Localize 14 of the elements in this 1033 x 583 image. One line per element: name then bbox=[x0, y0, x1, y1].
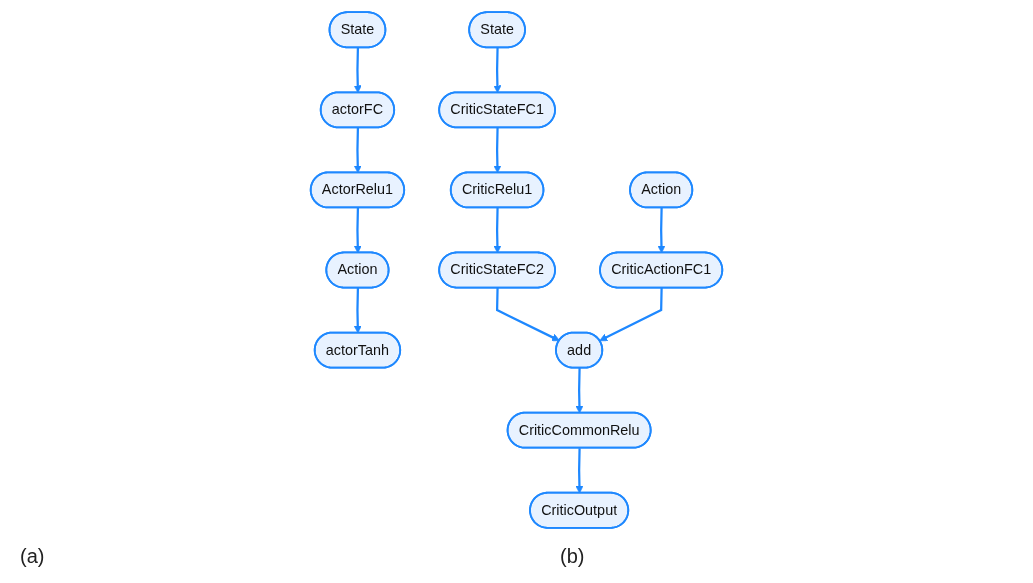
arrow bbox=[495, 287, 560, 342]
arrow bbox=[493, 127, 502, 174]
arrow bbox=[657, 207, 666, 254]
panel-label: (b) bbox=[560, 545, 585, 568]
arrow bbox=[353, 127, 362, 174]
arrow bbox=[575, 448, 584, 494]
arrow bbox=[575, 368, 584, 414]
arrow bbox=[493, 207, 502, 254]
arrow bbox=[353, 207, 362, 254]
arrow bbox=[353, 47, 362, 94]
arrow bbox=[599, 287, 663, 342]
arrow bbox=[353, 287, 362, 334]
panel-label: (a) bbox=[20, 545, 45, 568]
arrow bbox=[493, 47, 502, 94]
